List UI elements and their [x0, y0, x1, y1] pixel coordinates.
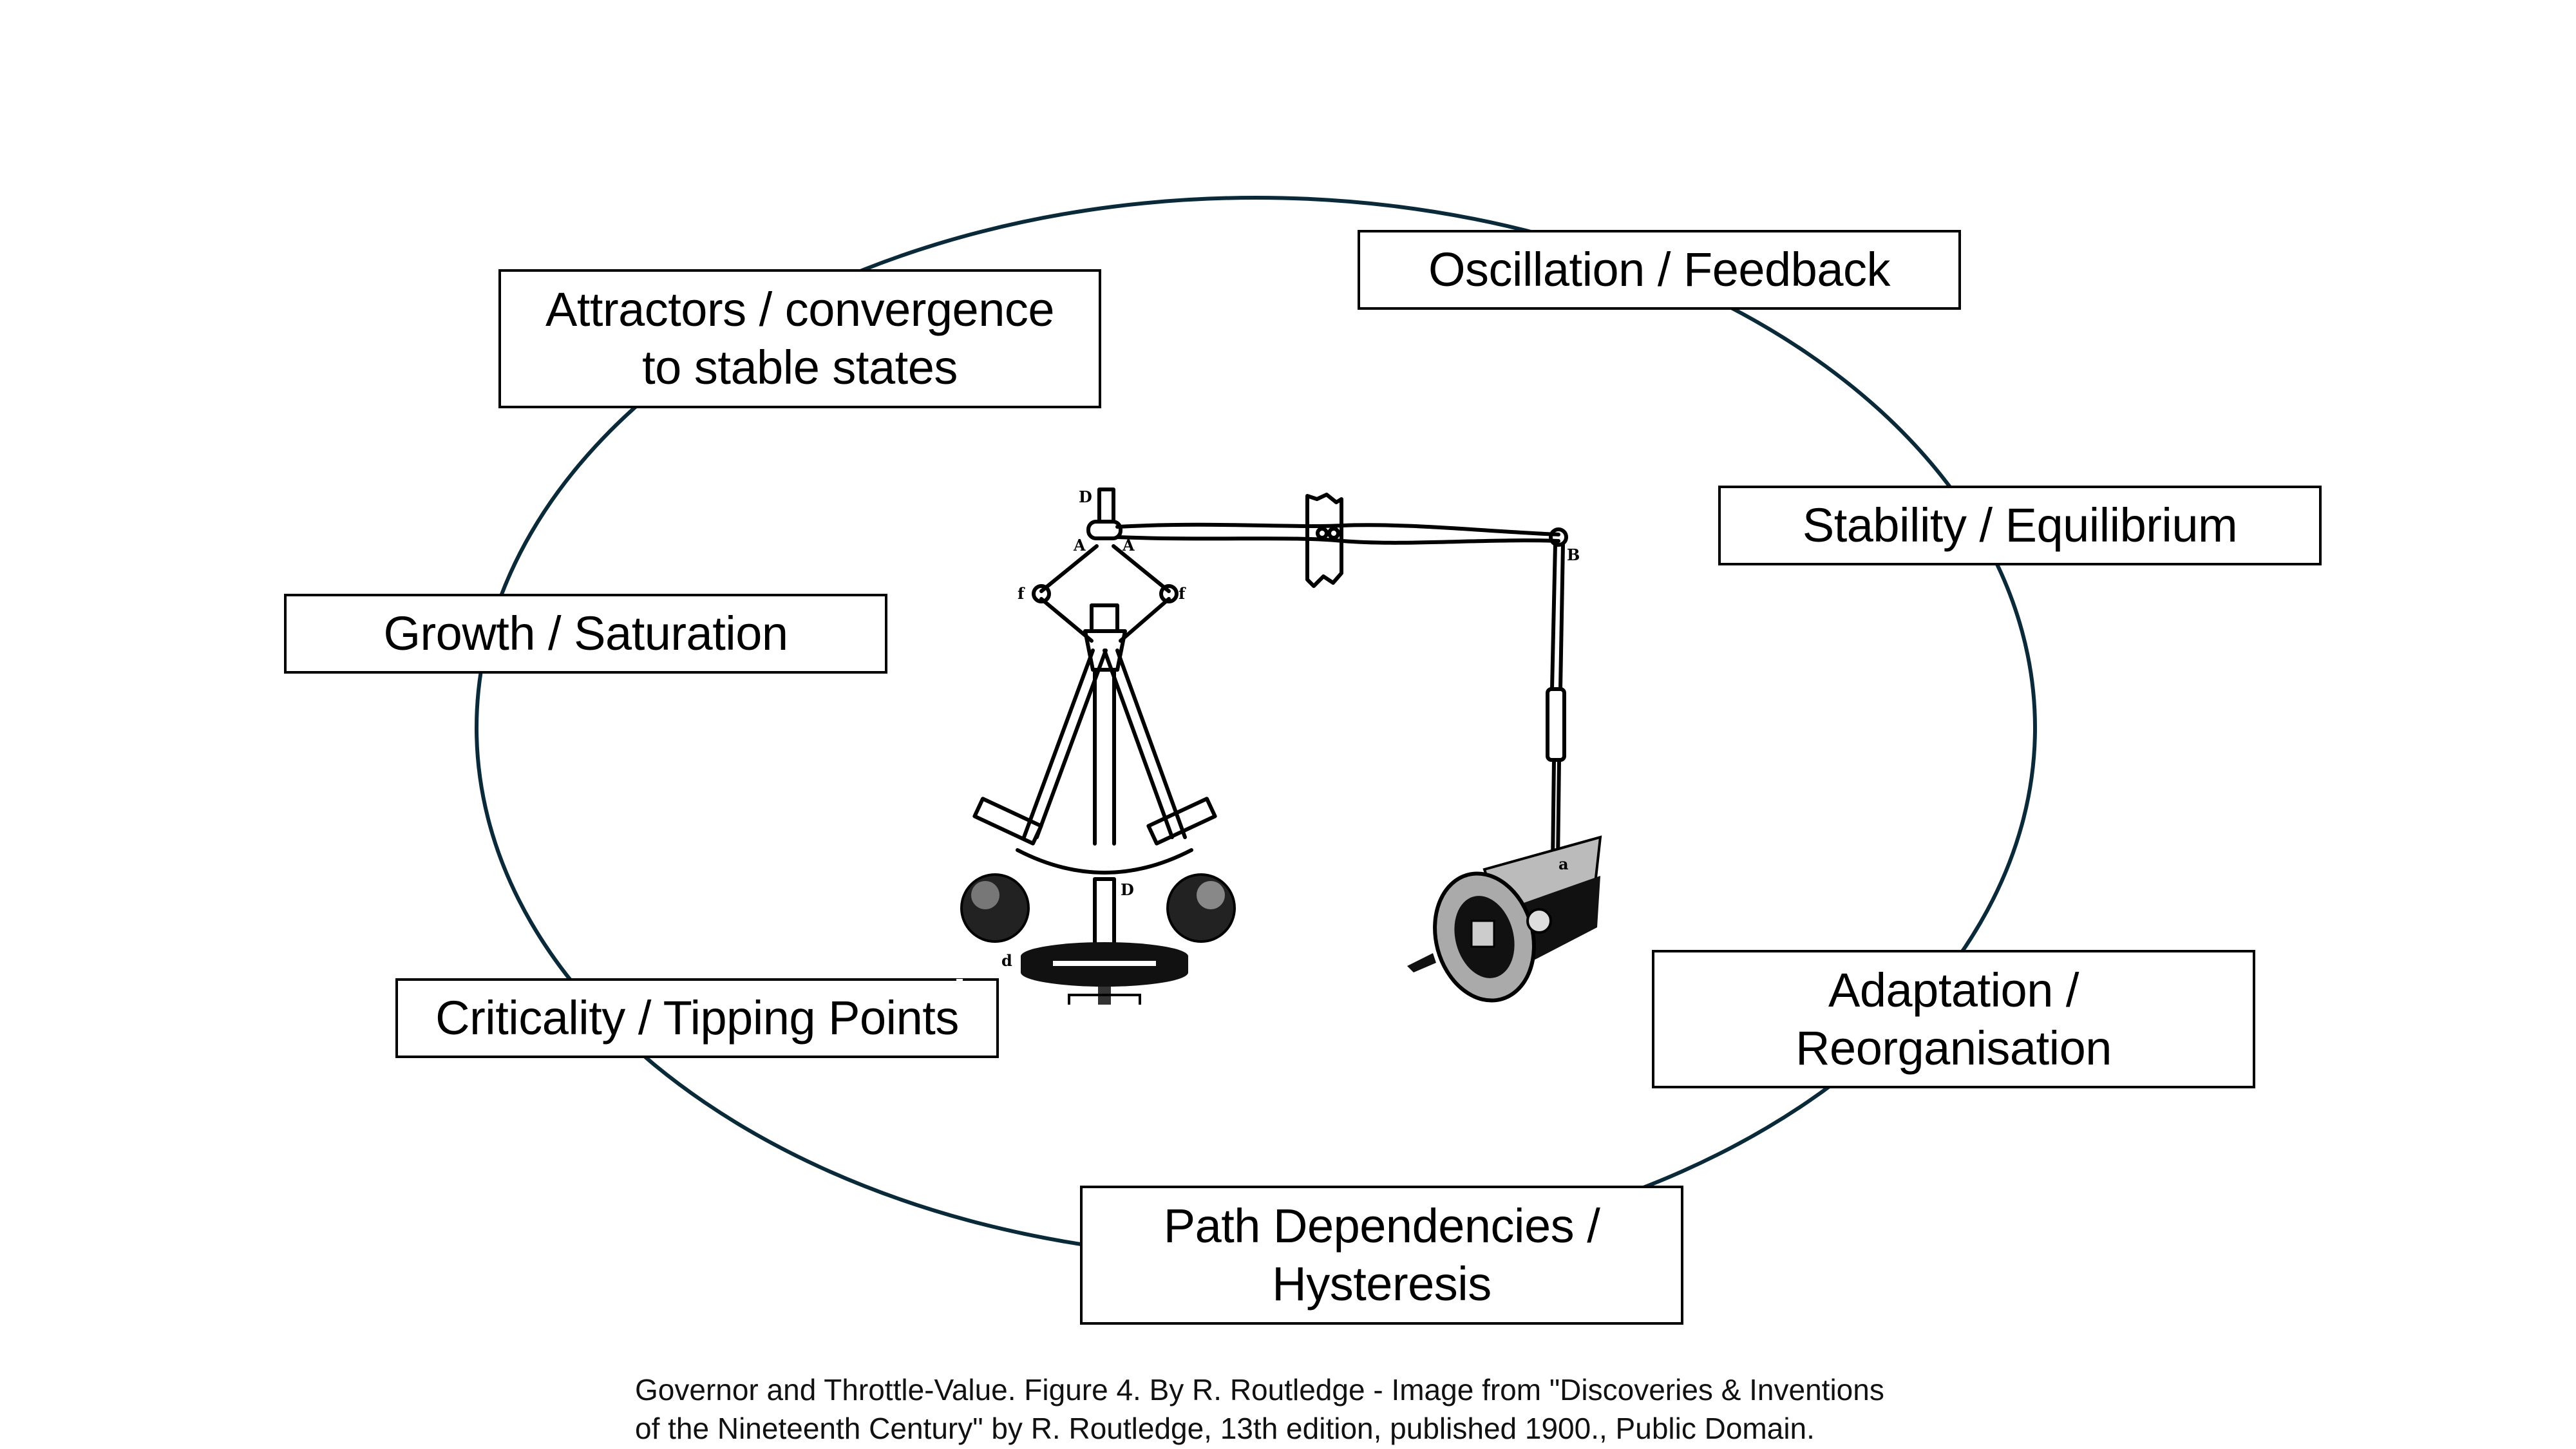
- concept-path-label: Path Dependencies / Hysteresis: [1163, 1199, 1600, 1311]
- illustration-label: f: [1018, 584, 1025, 603]
- drive-pulley: [1021, 942, 1188, 1005]
- concept-oscillation: Oscillation / Feedback: [1358, 230, 1961, 310]
- flyball-right: [1166, 873, 1236, 943]
- illustration-label: f: [1179, 584, 1186, 603]
- fulcrum-post: [1305, 493, 1343, 588]
- caption-line-1: Governor and Throttle-Value. Figure 4. B…: [635, 1373, 1884, 1406]
- illustration-label: d: [1001, 951, 1012, 970]
- throttle-valve: [1407, 835, 1602, 1003]
- concept-adaptation: Adaptation / Reorganisation: [1652, 950, 2255, 1088]
- right-pivot: [1549, 527, 1568, 547]
- concept-path-dependencies: Path Dependencies / Hysteresis: [1080, 1186, 1683, 1325]
- sleeve-collar: [1086, 520, 1122, 540]
- concept-stability-label: Stability / Equilibrium: [1802, 498, 2238, 552]
- concept-attractors: Attractors / convergence to stable state…: [498, 269, 1101, 408]
- illustration-label: A: [1122, 536, 1135, 554]
- illustration-label: D: [1121, 880, 1134, 899]
- illustration-label: B: [1567, 545, 1580, 564]
- concept-attractors-label: Attractors / convergence to stable state…: [545, 283, 1055, 394]
- spindle-top: [1097, 488, 1115, 524]
- flyball-left: [960, 873, 1030, 943]
- concept-growth-label: Growth / Saturation: [383, 607, 788, 660]
- illustration-label: a: [1558, 855, 1569, 873]
- concept-criticality: Criticality / Tipping Points: [395, 978, 999, 1058]
- illustration-label: A: [1073, 536, 1086, 554]
- concept-growth: Growth / Saturation: [284, 594, 887, 674]
- concept-criticality-label: Criticality / Tipping Points: [435, 991, 959, 1045]
- concept-stability: Stability / Equilibrium: [1718, 486, 2322, 565]
- concept-oscillation-label: Oscillation / Feedback: [1428, 243, 1891, 296]
- throttle-rod-sleeve: [1546, 687, 1566, 762]
- concept-adaptation-label: Adaptation / Reorganisation: [1795, 963, 2112, 1075]
- caption-line-2: of the Nineteenth Century" by R. Routled…: [635, 1412, 1815, 1445]
- illustration-label: D: [1079, 488, 1092, 506]
- figure-caption: Governor and Throttle-Value. Figure 4. B…: [635, 1370, 1987, 1448]
- governor-illustration: D A A f f B D d a: [956, 488, 1602, 1005]
